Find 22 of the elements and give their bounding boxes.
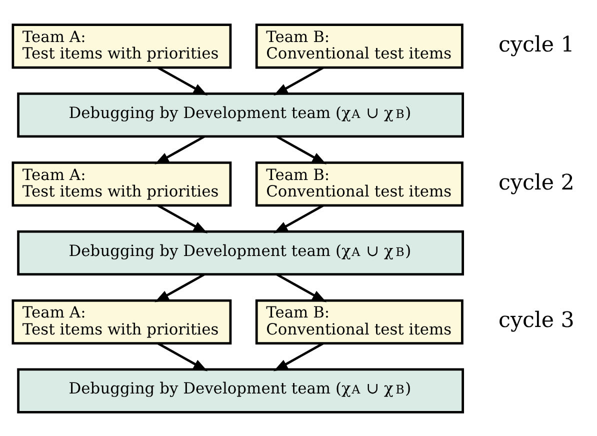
label: cycle 1 (498, 32, 574, 57)
label: cycle 3 (498, 308, 574, 333)
arrow (274, 342, 324, 371)
arrow (276, 135, 326, 164)
arrow (157, 66, 208, 95)
label: cycle 2 (498, 170, 574, 195)
arrow (157, 342, 208, 371)
arrow (276, 272, 326, 302)
node-box: Team B: Conventional test items (255, 160, 464, 206)
node-box: Team A: Test items with priorities (12, 298, 232, 344)
node-box: Team A: Test items with priorities (12, 160, 232, 206)
node-box: Team B: Conventional test items (255, 298, 464, 344)
node-box: Team A: Test items with priorities (12, 23, 232, 68)
arrow (154, 272, 205, 302)
arrow (154, 135, 205, 164)
node-box: Team B: Conventional test items (255, 23, 464, 68)
node-box: Debugging by Development team (χA ∪ χB) (17, 92, 464, 138)
arrow (274, 66, 324, 95)
node-box: Debugging by Development team (χA ∪ χB) (17, 368, 464, 413)
arrow (157, 204, 208, 233)
arrow (274, 204, 324, 233)
node-box: Debugging by Development team (χA ∪ χB) (17, 230, 464, 276)
